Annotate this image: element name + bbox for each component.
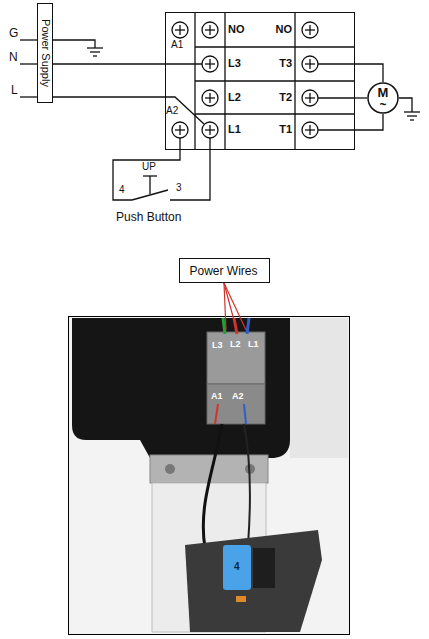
wire-name: N bbox=[9, 51, 18, 63]
photo-terminal-name: A1 bbox=[211, 392, 223, 401]
wire bbox=[355, 114, 383, 130]
component-name: Push Button bbox=[116, 211, 181, 223]
motor-outline bbox=[367, 82, 399, 114]
callout-text: Power Wires bbox=[190, 265, 258, 277]
contactor-box: NO NO L3 T3L2 T2L1 T1 bbox=[165, 12, 355, 150]
terminal-screw bbox=[202, 56, 218, 72]
motor-circle: M~ bbox=[367, 82, 399, 114]
terminal-name: NO bbox=[228, 24, 258, 35]
button-direction: UP bbox=[142, 162, 156, 172]
pin-number: 4 bbox=[119, 185, 125, 195]
terminal-screw bbox=[302, 90, 318, 106]
terminal-name: L1 bbox=[228, 124, 258, 135]
power-supply-box: Power Supply bbox=[37, 3, 53, 103]
wire-name: L bbox=[11, 84, 18, 96]
motor-symbol: M bbox=[367, 86, 399, 99]
terminal-screw bbox=[172, 22, 188, 38]
wire bbox=[53, 63, 165, 64]
terminal-screw bbox=[202, 22, 218, 38]
terminal-screws bbox=[172, 22, 318, 138]
pump-photo bbox=[69, 283, 350, 635]
terminal-name: NO bbox=[262, 24, 292, 35]
wire-name: G bbox=[9, 27, 18, 39]
photo-terminal-name: L1 bbox=[248, 340, 259, 349]
terminal-screw bbox=[202, 90, 218, 106]
wire bbox=[53, 96, 165, 97]
terminal-name: A1 bbox=[171, 40, 183, 50]
terminal-screw bbox=[302, 122, 318, 138]
terminal-screw bbox=[172, 122, 188, 138]
pin-number: 3 bbox=[176, 183, 182, 193]
callout-box: Power Wires bbox=[179, 258, 270, 283]
terminal-screw bbox=[202, 122, 218, 138]
terminal-name: T3 bbox=[262, 58, 292, 69]
photo-terminal-name: A2 bbox=[232, 392, 244, 401]
terminal-name: T1 bbox=[262, 124, 292, 135]
wire bbox=[355, 97, 367, 98]
photo-terminal-name: L3 bbox=[212, 341, 223, 350]
terminal-screw bbox=[302, 56, 318, 72]
photo-terminal-name: L2 bbox=[230, 340, 241, 349]
terminal-name: L3 bbox=[228, 58, 258, 69]
terminal-name: T2 bbox=[262, 92, 292, 103]
terminal-name: L2 bbox=[228, 92, 258, 103]
supply-label: Power Supply bbox=[40, 19, 51, 87]
terminal-screw bbox=[302, 22, 318, 38]
terminal-name: A2 bbox=[166, 106, 178, 116]
wire bbox=[355, 64, 383, 82]
motor-symbol: ~ bbox=[367, 99, 399, 111]
photo-pin-number: 4 bbox=[234, 562, 240, 572]
schematic-wires bbox=[20, 12, 420, 200]
